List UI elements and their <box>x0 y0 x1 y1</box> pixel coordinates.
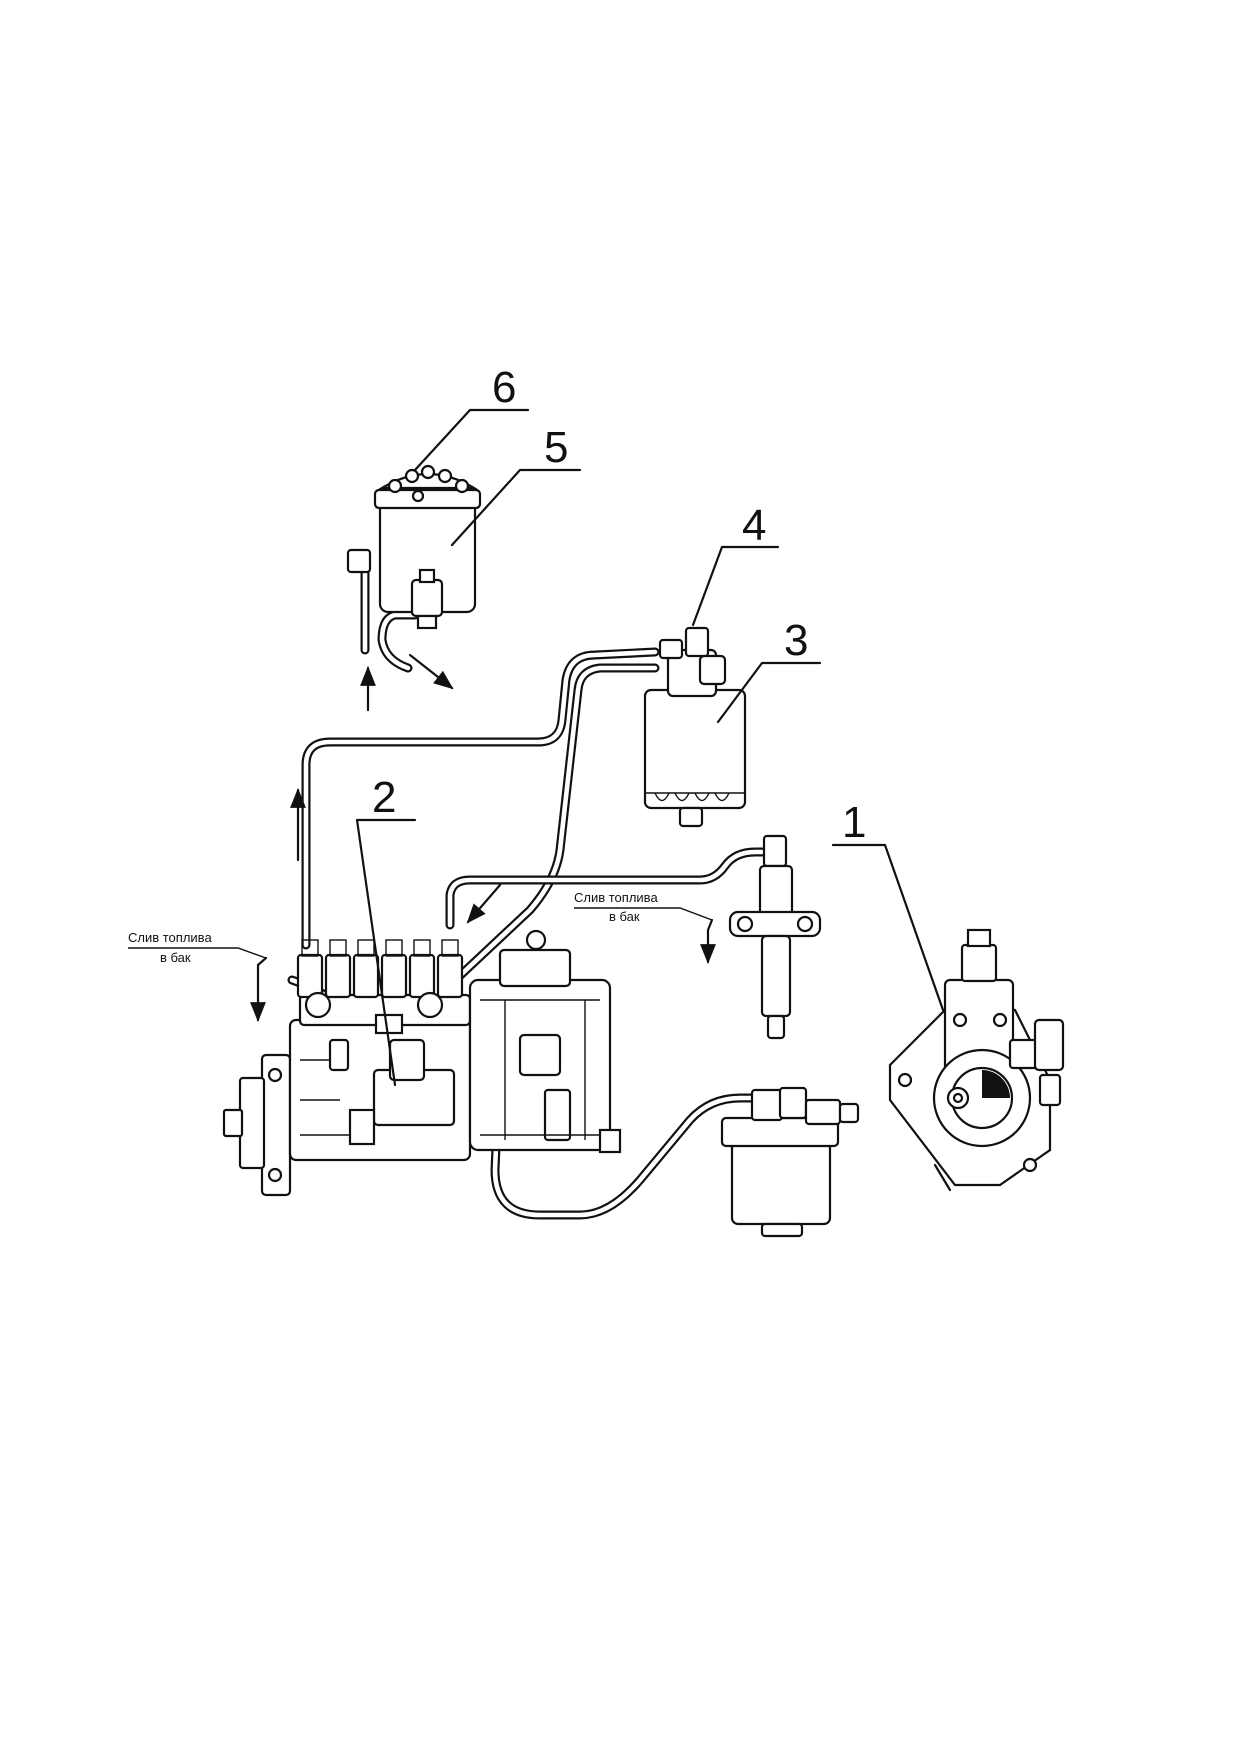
leader-drain-left <box>128 947 267 959</box>
leader-4 <box>691 545 780 627</box>
injector <box>728 834 822 1040</box>
drain-note-right-line2: в бак <box>609 909 640 924</box>
fine-filter-3 <box>643 626 747 828</box>
coarse-filter-5 <box>346 464 482 630</box>
flow-arrow-out-filter5 <box>408 653 454 690</box>
leader-5 <box>450 468 582 547</box>
callout-6: 6 <box>492 363 516 412</box>
leader-1 <box>831 843 945 1012</box>
leader-6 <box>413 408 530 472</box>
drain-note-left-line2: в бак <box>160 950 191 965</box>
bottom-filter <box>720 1086 860 1238</box>
drain-note-left-line1: Слив топлива <box>128 930 212 945</box>
leader-2 <box>355 818 417 1087</box>
callout-5: 5 <box>544 423 568 472</box>
leader-lines <box>128 408 945 1087</box>
pump-end-view-1 <box>888 928 1065 1192</box>
leader-3 <box>716 661 822 724</box>
callout-1: 1 <box>842 798 866 847</box>
drain-arrow-right <box>700 918 716 964</box>
callout-4: 4 <box>742 501 766 550</box>
leader-drain-right <box>574 907 713 921</box>
callout-2: 2 <box>372 773 396 822</box>
drain-note-right-line1: Слив топлива <box>574 890 658 905</box>
flow-arrows <box>250 653 716 1022</box>
flow-arrow-to-pump <box>466 883 502 924</box>
drain-notes: Слив топлива в бак Слив топлива в бак <box>128 890 658 965</box>
injection-pump-2 <box>222 929 622 1197</box>
callout-numbers: 6 5 4 3 2 1 <box>372 363 866 847</box>
drain-arrow-left <box>250 956 268 1022</box>
callout-3: 3 <box>784 616 808 665</box>
